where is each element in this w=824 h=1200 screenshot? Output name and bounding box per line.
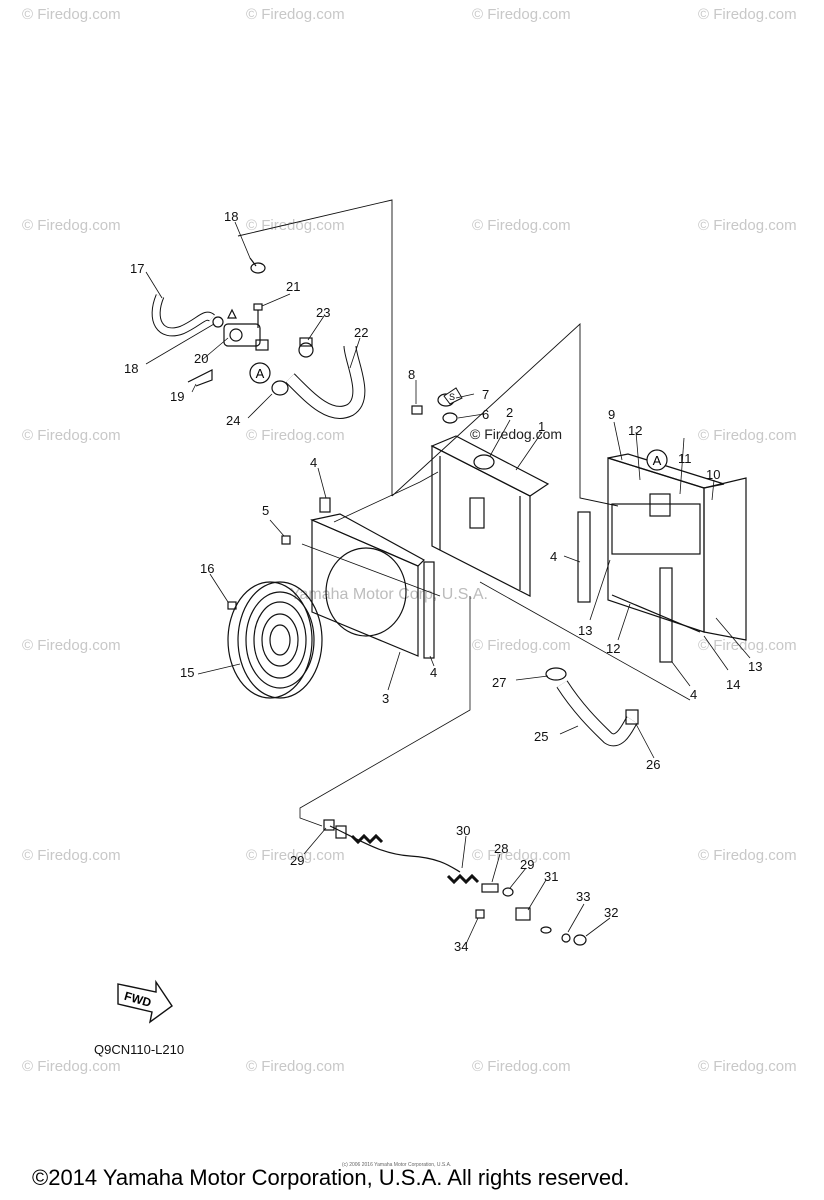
seal-marker: S [443, 387, 463, 405]
svg-text:A: A [256, 366, 265, 381]
callout-18: 18 [224, 209, 239, 224]
callout-26: 26 [646, 757, 661, 772]
callout-12: 12 [628, 423, 643, 438]
callout-4: 4 [430, 665, 438, 680]
callout-12: 12 [606, 641, 621, 656]
watermark: © Firedog.com [22, 847, 121, 864]
watermark: © Firedog.com [22, 6, 121, 23]
callout-25: 25 [534, 729, 549, 744]
callout-11: 11 [678, 451, 692, 466]
callout-4: 4 [310, 455, 318, 470]
callout-31: 31 [544, 869, 559, 884]
watermark: © Firedog.com [698, 847, 797, 864]
watermark: © Firedog.com [246, 427, 345, 444]
callout-34: 34 [454, 939, 469, 954]
callout-21: 21 [286, 279, 301, 294]
callout-28: 28 [494, 841, 509, 856]
watermark: © Firedog.com [22, 427, 121, 444]
watermark: © Firedog.com [698, 217, 797, 234]
callout-19: 19 [170, 389, 185, 404]
callout-14: 14 [726, 677, 741, 692]
callout-8: 8 [408, 367, 416, 382]
watermark: © Firedog.com [472, 847, 571, 864]
watermark: © Firedog.com [246, 847, 345, 864]
watermark: © Firedog.com [698, 427, 797, 444]
watermark: © Firedog.com [698, 637, 797, 654]
callout-4: 4 [550, 549, 558, 564]
svg-text:A: A [653, 453, 662, 468]
callout-13: 13 [578, 623, 593, 638]
watermark: © Firedog.com [246, 217, 345, 234]
watermark: © Firedog.com [698, 1058, 797, 1075]
callout-13: 13 [748, 659, 763, 674]
reference-marker: A [249, 362, 271, 384]
callout-4: 4 [690, 687, 698, 702]
copyright-notice: ©2014 Yamaha Motor Corporation, U.S.A. A… [32, 1165, 630, 1190]
forward-arrow-icon: FWD [117, 979, 173, 1024]
callout-5: 5 [262, 503, 270, 518]
callout-20: 20 [194, 351, 209, 366]
callout-6: 6 [482, 407, 490, 422]
reference-marker: A [646, 449, 668, 471]
small-copyright: (c) 2006 2016 Yamaha Motor Corporation, … [342, 1162, 452, 1168]
watermark: © Firedog.com [472, 6, 571, 23]
svg-text:S: S [449, 392, 455, 402]
diagram-code: Q9CN110-L210 [94, 1042, 185, 1057]
callout-3: 3 [382, 691, 390, 706]
watermark: © Firedog.com [22, 1058, 121, 1075]
watermark: © Firedog.com [22, 217, 121, 234]
callout-10: 10 [706, 467, 721, 482]
callout-9: 9 [608, 407, 616, 422]
callout-7: 7 [482, 387, 490, 402]
callout-18: 18 [124, 361, 139, 376]
callout-23: 23 [316, 305, 331, 320]
callout-2: 2 [506, 405, 514, 420]
watermark-dark: © Firedog.com [470, 426, 563, 442]
callout-33: 33 [576, 889, 591, 904]
leader-lines [145, 221, 751, 945]
watermark: © Firedog.com [246, 6, 345, 23]
callout-16: 16 [200, 561, 215, 576]
callout-32: 32 [604, 905, 619, 920]
callout-29: 29 [290, 853, 305, 868]
watermark: © Firedog.com [22, 637, 121, 654]
watermark: © Firedog.com [472, 1058, 571, 1075]
yamaha-watermark: Yamaha Motor Corp, U.S.A. [290, 586, 488, 603]
callout-1: 1 [538, 419, 546, 434]
callout-15: 15 [180, 665, 195, 680]
callout-17: 17 [130, 261, 145, 276]
callout-29: 29 [520, 857, 535, 872]
callout-24: 24 [226, 413, 241, 428]
watermark: © Firedog.com [246, 1058, 345, 1075]
watermark: © Firedog.com [698, 6, 797, 23]
callout-27: 27 [492, 675, 507, 690]
callout-30: 30 [456, 823, 471, 838]
callout-22: 22 [354, 325, 369, 340]
watermark: © Firedog.com [472, 217, 571, 234]
watermark: © Firedog.com [472, 637, 571, 654]
